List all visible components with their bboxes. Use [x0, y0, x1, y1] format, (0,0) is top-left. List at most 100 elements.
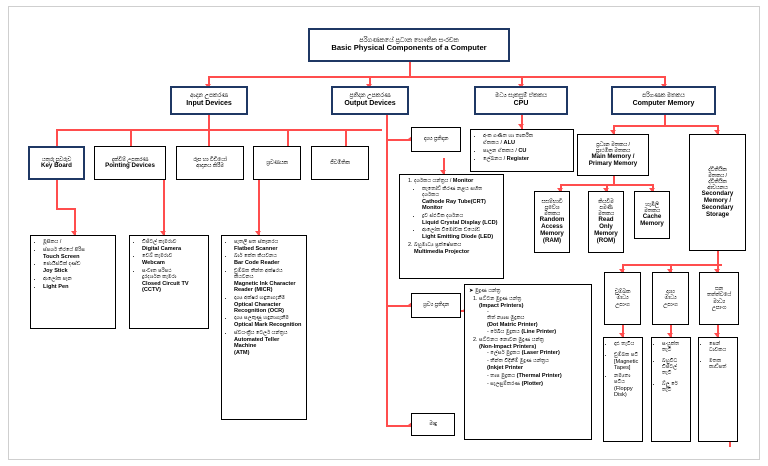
list-item: දර්ශකය යන්ත්‍රය /: [414, 178, 452, 184]
node-audio-output[interactable]: ශ්‍රව්‍ය ප්‍රතිදාන: [411, 293, 461, 318]
list-item: වෙබ් කැමරාව: [142, 253, 173, 260]
connector: [606, 184, 608, 191]
list-item-en: Digital Camera: [142, 245, 182, 252]
list-item: පෙන් ධාවකය: [709, 341, 727, 353]
connector: [56, 180, 58, 208]
connector: [369, 76, 371, 88]
node-solidstate-media[interactable]: ඝන තත්ත්වයේ මාධ්‍ය උපාංග: [699, 272, 739, 325]
list-item: සංවෘත පරිපථ දුරදර්ශන කැමරා: [142, 267, 177, 280]
node-ram[interactable]: සසම්භාවී ප්‍රවේශ මතකය Random Access Memo…: [534, 191, 570, 253]
list-item-en: Bar Code Reader: [234, 260, 280, 267]
list-optical-media[interactable]: සංයුක්ත තැටි බහුවිධ ඩිජිටල් තැටි බ්ලු රේ…: [651, 337, 691, 442]
list-item: පාලන ඒකකය: [483, 147, 514, 154]
list-item: රේඛීය මුද්‍රකය: [490, 328, 520, 335]
node-computer-memory[interactable]: පරිගණක මතකය Computer Memory: [611, 86, 716, 115]
node-label-si: ප්‍රධාන මතකය / ප්‍රාථමික මතකය: [595, 142, 631, 155]
list-item: දෘඪ තැටිය: [614, 341, 635, 347]
list-item-en: Light Pen: [43, 283, 69, 290]
connector: [622, 264, 722, 266]
list-item-en: (Inkjet Printer: [487, 365, 524, 372]
arrow-head: [255, 231, 261, 235]
node-biometric-input[interactable]: ජීවමිතික: [311, 146, 369, 180]
list-header: මුද්‍රණ යන්ත්‍ර: [475, 288, 501, 294]
arrow-head: [610, 130, 616, 134]
list-item-en: (Impact Printers): [479, 302, 524, 309]
list-item-en: Light Emitting Diode (LED): [422, 234, 494, 241]
list-item: ආලෝක පෑන: [43, 275, 72, 282]
connector: [56, 129, 58, 146]
list-item: ස්වයංක්‍රීය ටෙලර් යන්ත්‍රය: [234, 329, 288, 336]
connector: [287, 129, 289, 146]
node-cache-memory[interactable]: හැඹිලි මතකය Cache Memory: [634, 191, 670, 239]
node-audio-input[interactable]: ශ්‍රවණයක: [253, 146, 301, 180]
node-output-devices[interactable]: ප්‍රතිදාන උපකරණ Output Devices: [331, 86, 409, 115]
node-label-en: Output Devices: [344, 99, 396, 107]
connector: [670, 325, 672, 337]
arrow-head: [408, 422, 412, 428]
node-label-en: Read Only Memory (ROM): [594, 216, 618, 244]
list-visual-output[interactable]: දර්ශකය යන්ත්‍රය / Monitor කැතෝඩ් කිරණ නළ…: [399, 174, 504, 279]
arrow-head: [408, 302, 412, 308]
list-item-en: Flatbed Scanner: [234, 245, 278, 252]
list-item-en: Touch Screen: [43, 253, 80, 260]
connector: [386, 305, 411, 307]
connector: [664, 76, 666, 88]
connector: [163, 180, 165, 235]
arrow-head: [518, 124, 524, 128]
list-item: සැලසුම්කරණ: [490, 380, 521, 387]
node-softcopy-output[interactable]: මෘදු: [411, 413, 455, 436]
node-label-si: දෘශ්‍ය ප්‍රතිදාන: [423, 136, 449, 143]
node-label-si: දැක්වීම් උපකරණ: [111, 156, 149, 163]
list-magnetic-media[interactable]: දෘඪ තැටිය චුම්බක පටි[Magnetic Tapes] නම්…: [603, 337, 643, 442]
connector: [208, 76, 210, 88]
list-item: ලේසර් මුද්‍රකය: [490, 350, 521, 357]
list-item: මතක කාඩ්පත්: [709, 357, 727, 370]
arrow-head: [714, 269, 720, 273]
node-label-en: CPU: [513, 99, 529, 107]
list-item: නම්‍යතා පටිය: [614, 372, 631, 385]
connector: [56, 208, 74, 210]
node-main-memory[interactable]: ප්‍රධාන මතකය / ප්‍රාථමික මතකය Main Memor…: [577, 134, 649, 176]
list-solidstate-media[interactable]: පෙන් ධාවකය මතක කාඩ්පත්: [698, 337, 738, 442]
connector: [622, 325, 624, 337]
node-optical-media[interactable]: දෘශ්‍ය මාධ්‍ය උපාංග: [652, 272, 689, 325]
list-item: බහුමාධ්‍ය ප්‍රක්ෂේපකය: [414, 241, 462, 248]
node-label-en: Pointing Devices: [105, 161, 155, 169]
list-item-en: [Magnetic Tapes]: [614, 358, 639, 372]
node-image-video-input[interactable]: රූප හා විඩියෝ ආදානය කිරීම: [176, 146, 244, 180]
title-box: පරිගණකයේ ප්‍රධාන භෞතික සංරචක Basic Physi…: [308, 28, 510, 62]
list-item: බහුවිධ ඩිජිටල් තැටි: [662, 357, 678, 376]
node-label-si: ද්විතීයික මතකය / ද්විතීයික ආචයනය: [707, 166, 728, 191]
node-keyboard[interactable]: යතුරු පුවරුව Key Board: [28, 146, 85, 180]
node-label-en: Key Board: [41, 161, 72, 169]
arrow-head: [714, 333, 720, 337]
node-input-devices[interactable]: ආදාන උපකරණ Input Devices: [170, 86, 248, 115]
list-printers[interactable]: ➤ මුද්‍රණ යන්ත්‍ර ඝට්ටන මුද්‍රණ යන්ත්‍ර …: [464, 284, 592, 440]
node-secondary-memory[interactable]: ද්විතීයික මතකය / ද්විතීයික ආචයනය Seconda…: [689, 134, 746, 251]
node-cpu[interactable]: මධ්‍ය සැකසුම් ඒකකය CPU: [474, 86, 568, 115]
connector: [652, 184, 654, 191]
node-magnetic-media[interactable]: චුම්බක මාධ්‍ය උපාංග: [604, 272, 641, 325]
node-label-si: ජීවමිතික: [330, 159, 350, 166]
list-item: ඩිජිටල් කැමරාව: [142, 239, 177, 245]
connector: [208, 115, 210, 129]
list-item-en: (Line Printer): [521, 328, 557, 335]
list-item-en: (Plotter): [521, 380, 544, 387]
node-label-si: ශ්‍රවණයක: [266, 159, 288, 166]
arrow-head: [440, 170, 446, 174]
connector: [613, 176, 615, 184]
node-label-en: Input Devices: [186, 99, 232, 107]
list-cpu-units[interactable]: අංක ගණිත හා තාර්කික ඒකකය / ALU පාලන ඒකකය…: [470, 129, 574, 172]
list-item: දෘශ්‍ය සලකුණු හඳුනාගැනීම: [234, 315, 289, 322]
list-item: ජොයිස්ටික් දණ්ඩ: [43, 261, 81, 268]
list-item: ඝට්ටන මුද්‍රණ යන්ත්‍ර: [479, 296, 522, 302]
node-visual-output[interactable]: දෘශ්‍ය ප්‍රතිදාන: [411, 127, 461, 152]
node-label-si: මධ්‍ය සැකසුම් ඒකකය: [495, 93, 547, 100]
node-pointing-devices[interactable]: දැක්වීම් උපකරණ Pointing Devices: [94, 146, 166, 180]
node-label-si: ඝන තත්ත්වයේ මාධ්‍ය උපාංග: [706, 286, 732, 311]
node-rom[interactable]: කියවීම පමණි මතකය Read Only Memory (ROM): [588, 191, 624, 253]
arrow-head: [714, 130, 720, 134]
